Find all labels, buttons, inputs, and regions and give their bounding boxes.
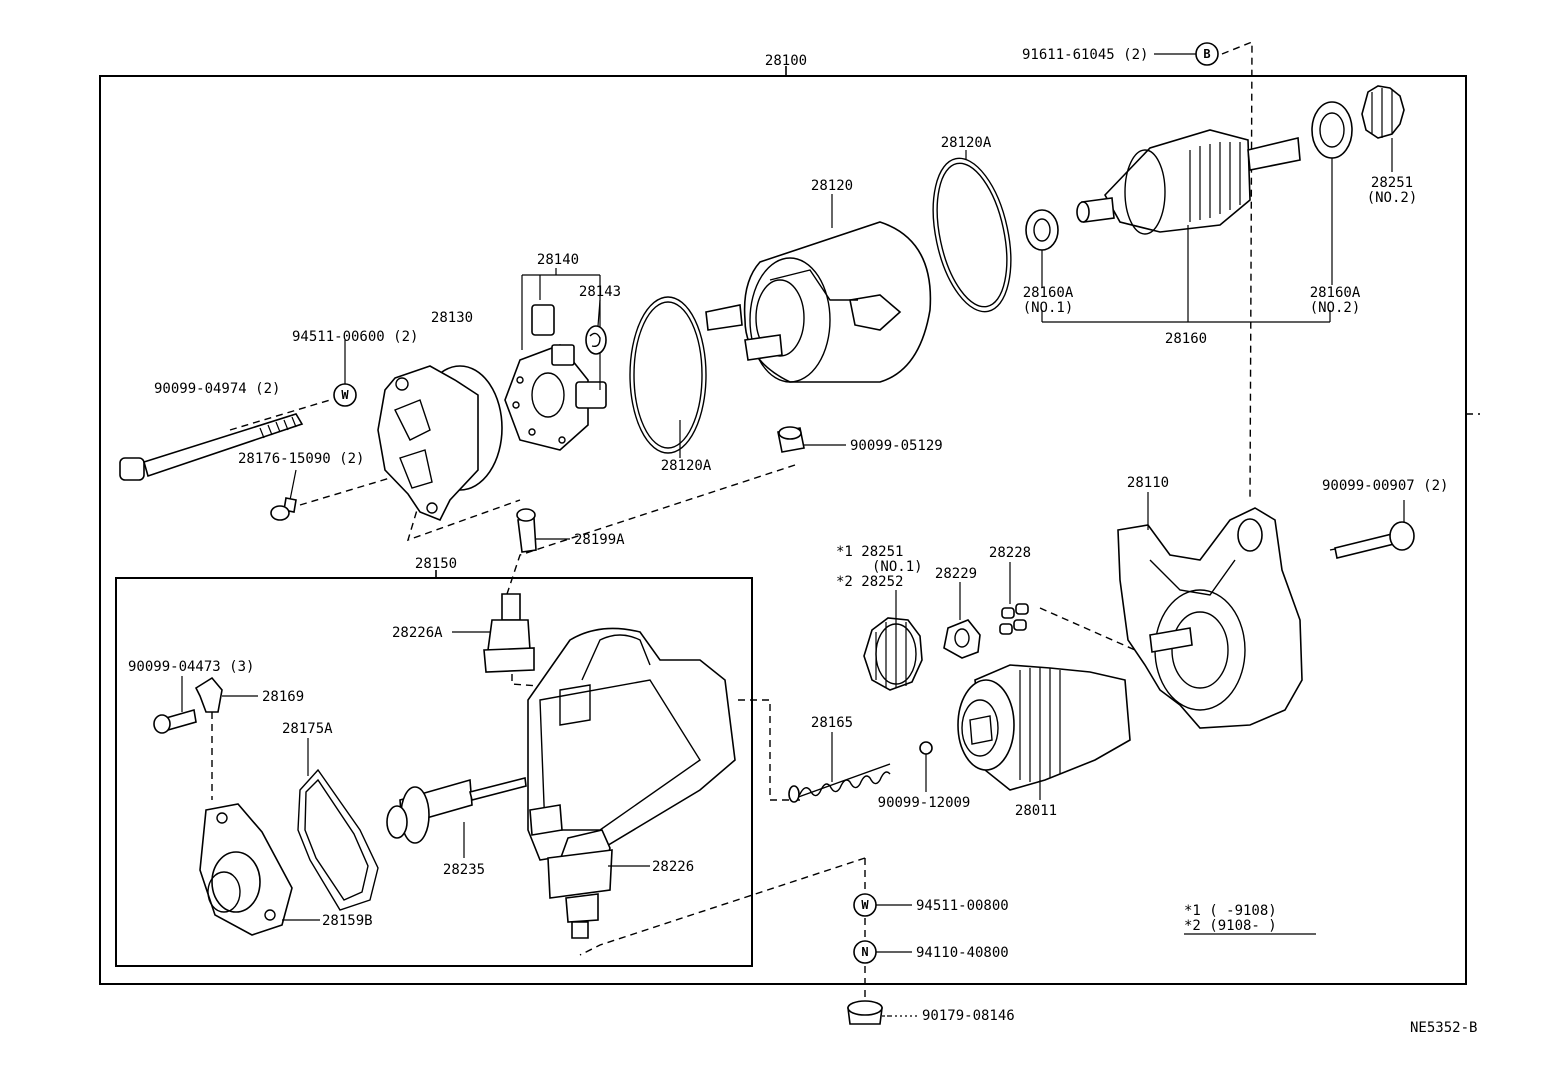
o-ring-28120a-lower (629, 296, 707, 458)
spring-28165 (788, 732, 891, 803)
nut-90099-05129 (777, 426, 846, 453)
washer-symbol-lower: W (861, 898, 869, 912)
screw-28176-15090 (270, 469, 297, 521)
long-bolt-90099-04974 (119, 413, 304, 481)
terminal-28226a (452, 593, 535, 673)
bearing-28160a-no2 (1311, 101, 1353, 285)
label-28199a: 28199A (574, 532, 625, 548)
magnetic-switch-body (527, 627, 736, 861)
label-28120a-top: 28120A (941, 135, 992, 151)
label-94511-00800: 94511-00800 (916, 898, 1009, 914)
label-28176-15090: 28176-15090 (2) (238, 451, 364, 467)
label-28120: 28120 (811, 178, 853, 194)
note-line-2: *2 (9108- ) (1184, 918, 1277, 934)
gear-28251-no1 (863, 590, 923, 691)
label-28160: 28160 (1165, 331, 1207, 347)
label-28143: 28143 (579, 284, 621, 300)
bolt-90099-04473 (153, 676, 197, 734)
end-frame-28130 (377, 365, 503, 522)
washer-94511-00800: W (853, 893, 912, 917)
label-28130: 28130 (431, 310, 473, 326)
label-28251-no2-sub: (NO.2) (1367, 190, 1418, 206)
label-28110: 28110 (1127, 475, 1169, 491)
label-28235: 28235 (443, 862, 485, 878)
retainer-28229 (943, 582, 981, 659)
brush-spring-28143 (585, 299, 607, 355)
label-28140: 28140 (537, 252, 579, 268)
label-90099-05129: 90099-05129 (850, 438, 943, 454)
bolt-90099-00907 (1334, 500, 1415, 559)
o-ring-28120a-upper (932, 150, 1012, 313)
subassembly-frame-28150 (115, 577, 753, 967)
bolt-symbol-91611: B (1154, 42, 1219, 66)
washer-94511-00600: W (333, 340, 357, 407)
label-28160a-no1: 28160A (1023, 285, 1074, 301)
clamp-28169 (194, 676, 258, 713)
drawing-code: NE5352-B (1410, 1020, 1477, 1036)
nut-94110-40800: N (853, 940, 912, 964)
rollers-28228 (999, 562, 1029, 635)
label-91611-61045: 91611-61045 (2) (1022, 47, 1148, 63)
label-28252: *2 28252 (836, 574, 903, 590)
label-90099-00907: 90099-00907 (2) (1322, 478, 1448, 494)
bolt-symbol-b: B (1203, 47, 1210, 61)
label-28120a-bottom: 28120A (661, 458, 712, 474)
label-94110-40800: 94110-40800 (916, 945, 1009, 961)
brush-holder-28140 (504, 268, 607, 451)
label-94511-00600: 94511-00600 (2) (292, 329, 418, 345)
label-90099-04974: 90099-04974 (2) (154, 381, 280, 397)
armature-28160 (1041, 129, 1331, 323)
label-28159b: 28159B (322, 913, 373, 929)
label-28251-no1: *1 28251 (836, 544, 903, 560)
note-line-1: *1 ( -9108) (1184, 903, 1277, 919)
contact-cover-28159b (199, 803, 320, 936)
label-28251-no1-sub: (NO.1) (872, 559, 923, 575)
label-28251-no2: 28251 (1371, 175, 1413, 191)
label-28011: 28011 (1015, 803, 1057, 819)
nut-90179-08146 (847, 1000, 918, 1025)
bearing-28160a-no1 (1025, 209, 1059, 288)
washer-symbol: W (341, 388, 349, 402)
alignment-lines (211, 40, 1480, 1000)
terminal-28226 (547, 829, 650, 939)
gasket-28175a (297, 738, 379, 911)
housing-28110 (1117, 492, 1303, 729)
label-28226: 28226 (652, 859, 694, 875)
clutch-28011 (957, 664, 1131, 800)
assembly-frame (99, 66, 1467, 985)
label-28160a-no1-sub: (NO.1) (1023, 300, 1074, 316)
label-90099-12009: 90099-12009 (878, 795, 971, 811)
label-90099-04473: 90099-04473 (3) (128, 659, 254, 675)
label-28228: 28228 (989, 545, 1031, 561)
nut-symbol: N (861, 945, 868, 959)
label-90179-08146: 90179-08146 (922, 1008, 1015, 1024)
label-28229: 28229 (935, 566, 977, 582)
label-28150: 28150 (415, 556, 457, 572)
label-28160a-no2-sub: (NO.2) (1310, 300, 1361, 316)
label-28169: 28169 (262, 689, 304, 705)
part-labels: 28100 91611-61045 (2) 28251 (NO.2) 28120… (128, 47, 1477, 1036)
ball-90099-12009 (919, 741, 933, 792)
gear-28251-no2 (1361, 85, 1405, 172)
label-28175a: 28175A (282, 721, 333, 737)
bolt-28199a (516, 508, 570, 553)
yoke-28120 (705, 194, 932, 383)
label-28100: 28100 (765, 53, 807, 69)
plunger-28235 (386, 777, 527, 858)
label-28165: 28165 (811, 715, 853, 731)
label-28226a: 28226A (392, 625, 443, 641)
label-28160a-no2: 28160A (1310, 285, 1361, 301)
